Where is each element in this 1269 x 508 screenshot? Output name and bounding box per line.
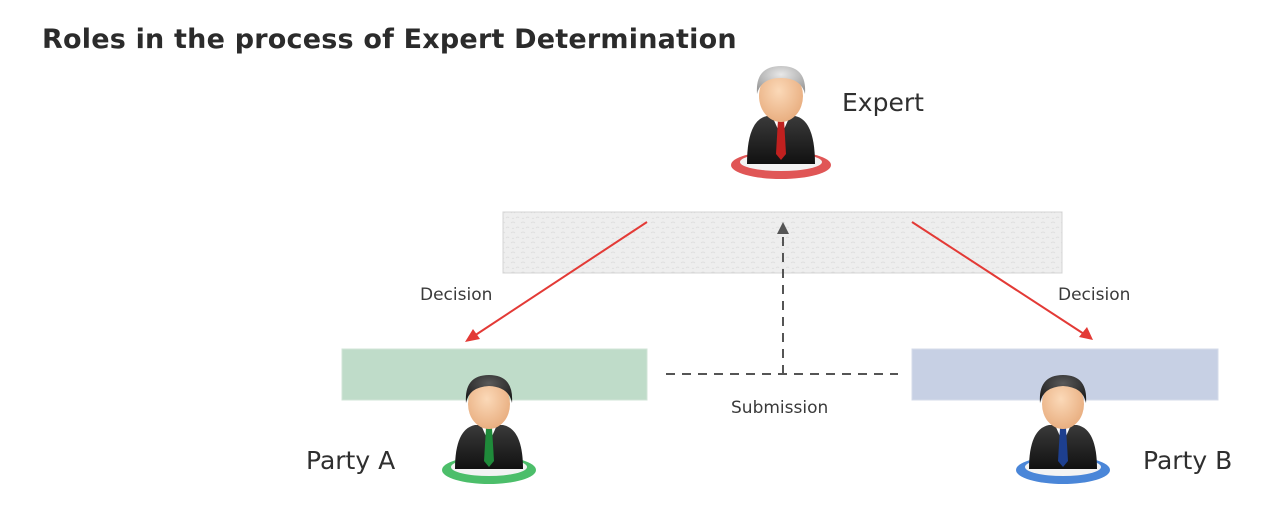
expert-person-icon — [731, 66, 831, 179]
decision-label-left: Decision — [420, 285, 493, 305]
decision-label-right: Decision — [1058, 285, 1131, 305]
party-a-person-icon — [442, 375, 536, 484]
submission-label: Submission — [731, 398, 829, 418]
submission-arrowhead — [777, 222, 789, 234]
party-a-label: Party A — [306, 446, 396, 475]
expert-label: Expert — [842, 88, 924, 117]
party-b-person-icon — [1016, 375, 1110, 484]
decision-arrow-right — [911, 221, 1093, 340]
submission-connector — [666, 222, 898, 375]
decision-arrow-left — [465, 221, 648, 342]
diagram-title: Roles in the process of Expert Determina… — [42, 24, 737, 55]
party-b-label: Party B — [1143, 446, 1233, 475]
